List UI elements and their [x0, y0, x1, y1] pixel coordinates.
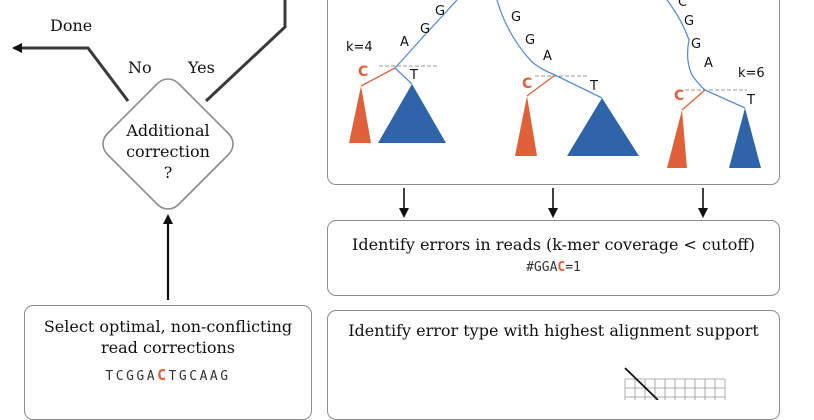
alignment-grid [624, 367, 726, 400]
yes-label: Yes [188, 58, 215, 77]
kmer-count: #GGAC=1 [328, 260, 779, 275]
read-sequence: TCGGACTGCAAG [25, 366, 311, 384]
tree-3-letter-1: C [678, 0, 688, 10]
tree-2 [496, 0, 639, 156]
decision-line-1: Additional [126, 121, 210, 140]
kmer-tree-panel [327, 0, 780, 185]
tree-1-letter-1: G [435, 4, 446, 19]
tree-3-left-base: C [674, 88, 685, 104]
tree-1 [349, 0, 458, 143]
tree-1-k-label: k=4 [346, 40, 373, 55]
tree-1-letter-3: A [400, 35, 409, 50]
tree-3-letter-3: G [691, 37, 702, 52]
tree-1-letter-2: G [420, 22, 431, 37]
kmer-prefix: #GGA [526, 260, 558, 275]
select-title-line-2: read corrections [101, 338, 235, 357]
tree-3-k-label: k=6 [738, 66, 765, 81]
kmer-highlight: C [557, 260, 566, 275]
tree-2-letter-3: A [543, 49, 552, 64]
decision-line-3: ? [163, 163, 173, 182]
seq-suffix: TGCAAG [168, 369, 231, 384]
select-corrections-box: Select optimal, non-conflicting read cor… [24, 305, 312, 420]
seq-highlight: C [157, 366, 169, 384]
tree-1-left-base: C [358, 64, 369, 80]
kmer-tree-graphic [349, 0, 761, 168]
no-branch-line [12, 43, 130, 102]
decision-text: Additional correction ? [100, 120, 236, 183]
select-title: Select optimal, non-conflicting read cor… [25, 316, 311, 358]
yes-branch-line [204, 0, 287, 103]
identify-errors-box: Identify errors in reads (k-mer coverage… [327, 220, 780, 296]
tree-2-letter-1: G [511, 10, 522, 25]
kmer-suffix: =1 [565, 260, 581, 275]
tree-1-right-base: T [410, 68, 418, 83]
tree-2-letter-2: G [525, 33, 536, 48]
decision-line-2: correction [126, 142, 210, 161]
error-type-title: Identify error type with highest alignme… [348, 321, 759, 340]
decision-diamond [102, 78, 234, 210]
done-label: Done [50, 16, 93, 35]
tree-2-right-base: T [590, 79, 598, 94]
tree-2-left-base: C [522, 76, 533, 92]
tree-3 [666, 0, 761, 168]
identify-errors-title: Identify errors in reads (k-mer coverage… [352, 235, 755, 254]
flow-connectors [12, 0, 708, 400]
seq-prefix: TCGGA [105, 369, 158, 384]
no-label: No [128, 58, 152, 77]
tree-3-letter-2: G [684, 14, 695, 29]
select-title-line-1: Select optimal, non-conflicting [43, 317, 293, 336]
tree-3-right-base: T [747, 93, 755, 108]
tree-3-letter-4: A [704, 56, 713, 71]
